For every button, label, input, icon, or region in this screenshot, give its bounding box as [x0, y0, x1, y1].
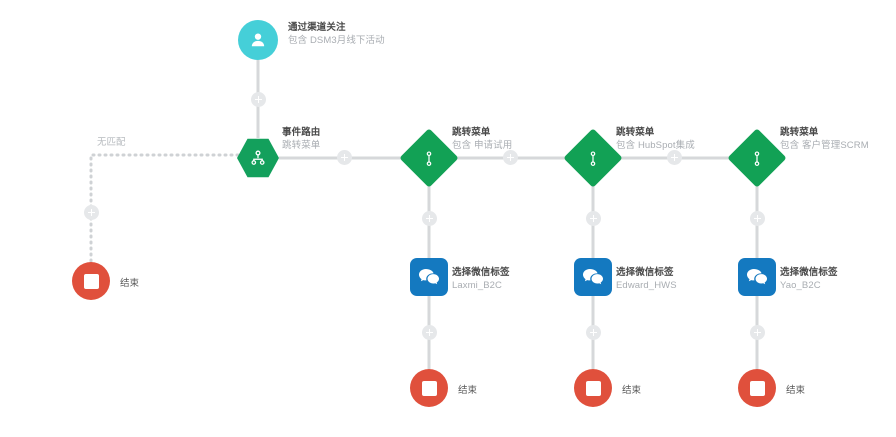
- node-end-1[interactable]: [410, 369, 448, 407]
- edge-no-match-dotted: [89, 153, 240, 264]
- node-wechat-tag-3[interactable]: [738, 258, 776, 296]
- add-node-button-router-branch-1[interactable]: [337, 150, 352, 165]
- stop-icon: [83, 273, 99, 289]
- node-end-no-match[interactable]: [72, 262, 110, 300]
- node-event-router[interactable]: [237, 138, 279, 178]
- node-subtitle: 包含 DSM3月线下活动: [288, 35, 385, 46]
- branch-node-shape-3: [727, 128, 787, 188]
- add-node-button-branch-3-tag-3[interactable]: [750, 211, 765, 226]
- node-wechat-tag-2[interactable]: [574, 258, 612, 296]
- end-node-shape-1: [410, 369, 448, 407]
- branch-node-shape-1: [399, 128, 459, 188]
- stop-icon: [585, 380, 601, 396]
- start-node-shape: [238, 20, 278, 60]
- wechat-node-shape-2: [574, 258, 612, 296]
- label-end-2: 结束: [622, 385, 642, 396]
- node-title: 选择微信标签: [452, 267, 510, 278]
- end-node-shape-2: [574, 369, 612, 407]
- node-title: 跳转菜单: [452, 127, 491, 138]
- node-subtitle: 跳转菜单: [282, 140, 321, 151]
- label-wechat-tag-1: 选择微信标签 Laxmi_B2C: [452, 266, 510, 292]
- label-branch-menu-2: 跳转菜单 包含 HubSpot集成: [616, 126, 695, 152]
- node-title: 选择微信标签: [616, 267, 674, 278]
- wechat-icon: [581, 265, 605, 289]
- node-title: 选择微信标签: [780, 267, 838, 278]
- node-end-2[interactable]: [574, 369, 612, 407]
- wechat-node-shape-1: [410, 258, 448, 296]
- router-node-shape: [237, 138, 279, 178]
- node-subtitle: Yao_B2C: [780, 280, 821, 291]
- label-event-router: 事件路由 跳转菜单: [282, 126, 320, 152]
- end-node-shape-0: [72, 262, 110, 300]
- node-end-3[interactable]: [738, 369, 776, 407]
- node-title: 跳转菜单: [780, 127, 819, 138]
- label-wechat-tag-3: 选择微信标签 Yao_B2C: [780, 266, 838, 292]
- label-branch-menu-3: 跳转菜单 包含 客户管理SCRM: [780, 126, 869, 152]
- label-wechat-tag-2: 选择微信标签 Edward_HWS: [616, 266, 677, 292]
- branch-icon: [421, 150, 438, 167]
- wechat-icon: [745, 265, 769, 289]
- stop-icon: [749, 380, 765, 396]
- wechat-icon: [417, 265, 441, 289]
- sitemap-icon: [249, 149, 267, 167]
- node-start-channel-follow[interactable]: [238, 20, 278, 60]
- add-node-button-tag-3-end-3[interactable]: [750, 325, 765, 340]
- node-title: 事件路由: [282, 127, 321, 138]
- node-subtitle: Edward_HWS: [616, 280, 677, 291]
- add-node-button-tag-2-end-2[interactable]: [586, 325, 601, 340]
- add-node-button-branch-1-branch-2[interactable]: [503, 150, 518, 165]
- node-branch-menu-1[interactable]: [399, 128, 459, 188]
- node-branch-menu-3[interactable]: [727, 128, 787, 188]
- add-node-button-tag-1-end-1[interactable]: [422, 325, 437, 340]
- label-end-1: 结束: [458, 385, 478, 396]
- wechat-node-shape-3: [738, 258, 776, 296]
- label-start-channel-follow: 通过渠道关注 包含 DSM3月线下活动: [288, 21, 385, 47]
- add-node-button-start-router[interactable]: [251, 92, 266, 107]
- edge-label-no-match: 无匹配: [97, 137, 126, 148]
- node-title: 跳转菜单: [616, 127, 655, 138]
- branch-icon: [585, 150, 602, 167]
- add-node-button-branch-1-tag-1[interactable]: [422, 211, 437, 226]
- user-icon: [248, 30, 268, 50]
- end-node-shape-3: [738, 369, 776, 407]
- node-subtitle: 包含 HubSpot集成: [616, 140, 695, 151]
- node-subtitle: 包含 申请试用: [452, 140, 513, 151]
- label-branch-menu-1: 跳转菜单 包含 申请试用: [452, 126, 512, 152]
- node-title: 通过渠道关注: [288, 22, 346, 33]
- add-node-button-branch-2-tag-2[interactable]: [586, 211, 601, 226]
- label-end-no-match: 结束: [120, 278, 140, 289]
- stop-icon: [421, 380, 437, 396]
- label-end-3: 结束: [786, 385, 806, 396]
- branch-node-shape-2: [563, 128, 623, 188]
- node-wechat-tag-1[interactable]: [410, 258, 448, 296]
- add-node-button-branch-2-branch-3[interactable]: [667, 150, 682, 165]
- node-subtitle: 包含 客户管理SCRM: [780, 140, 869, 151]
- branch-icon: [749, 150, 766, 167]
- node-branch-menu-2[interactable]: [563, 128, 623, 188]
- node-subtitle: Laxmi_B2C: [452, 280, 503, 291]
- add-node-button-no-match[interactable]: [84, 205, 99, 220]
